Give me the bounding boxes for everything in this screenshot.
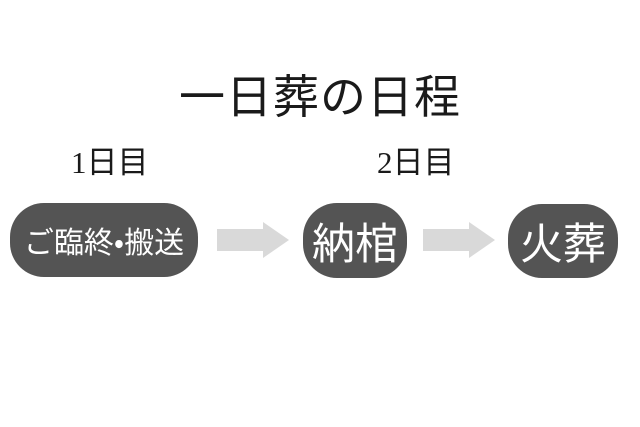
step-label: ご臨終・搬送	[23, 227, 185, 260]
step-box-kasou: 火葬	[508, 204, 618, 278]
flow-arrow-icon	[217, 222, 289, 258]
step-label: 火葬	[520, 221, 606, 269]
day1-label: 1日目	[71, 145, 149, 180]
step-box-noukan: 納棺	[303, 203, 407, 278]
flow-arrow-icon	[423, 222, 495, 258]
diagram-title: 一日葬の日程	[179, 72, 461, 123]
step-box-rinju-hansou: ご臨終・搬送	[10, 203, 198, 277]
day2-label: 2日目	[377, 145, 455, 180]
step-label: 納棺	[312, 220, 398, 269]
